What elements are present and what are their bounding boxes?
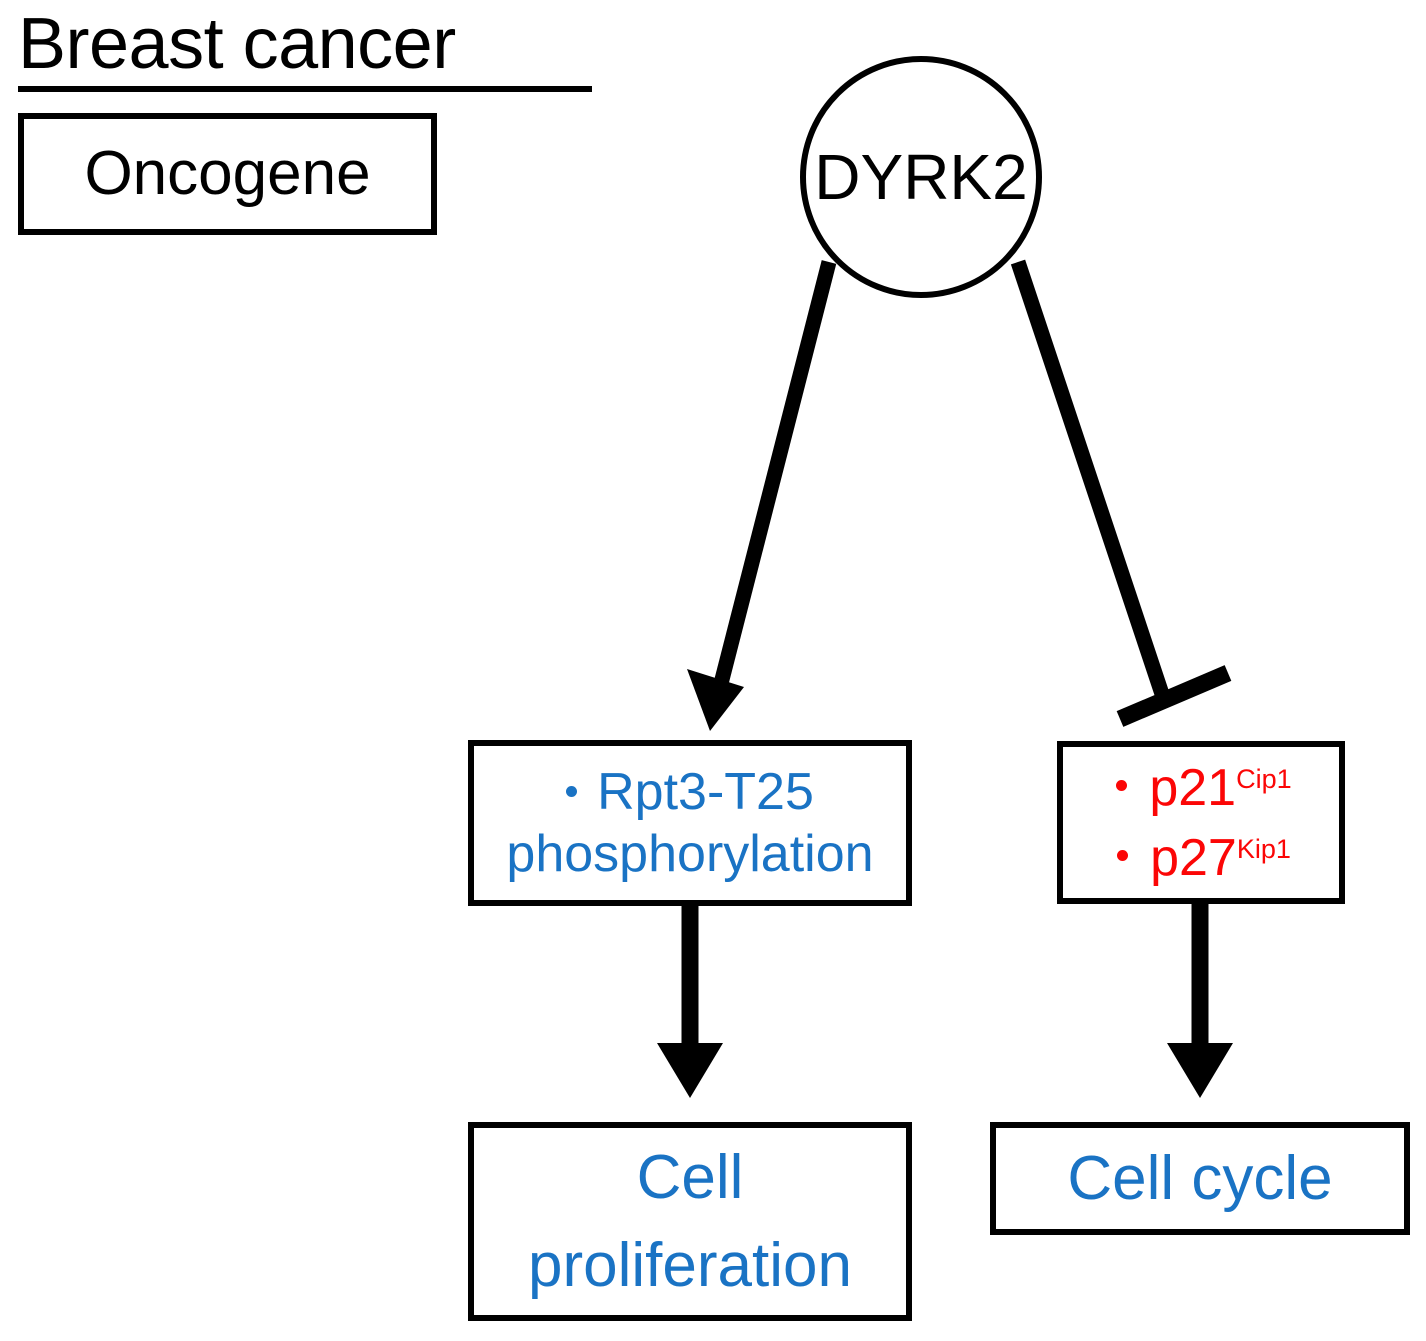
p27-superscript: Kip1 [1236, 833, 1291, 864]
box-cell-cycle[interactable]: Cell cycle [990, 1122, 1410, 1235]
oncogene-label: Oncogene [84, 139, 371, 208]
bullet-dot-icon [566, 786, 578, 797]
edge-dyrk2-to-rpt3 [687, 260, 837, 731]
bullet-row-p27: p27Kip1 [1117, 823, 1291, 893]
p21-base: p21 [1149, 758, 1237, 817]
cell-proliferation-line-2: proliferation [528, 1230, 852, 1300]
bullet-row-p21: p21Cip1 [1116, 753, 1292, 823]
box-cdk-inhibitors[interactable]: p21Cip1 p27Kip1 [1057, 741, 1345, 904]
rpt3-line-2: phosphorylation [506, 825, 874, 883]
edge-dyrk2-to-cdk-inhibitors [1010, 259, 1232, 727]
box-rpt3-phosphorylation[interactable]: Rpt3-T25 phosphorylation [468, 740, 912, 906]
p27-base: p27 [1150, 828, 1237, 887]
cell-cycle-line-1: Cell cycle [1067, 1143, 1333, 1213]
node-dyrk2[interactable]: DYRK2 [800, 56, 1042, 298]
p21-superscript: Cip1 [1236, 763, 1292, 794]
cell-proliferation-line-1: Cell [636, 1142, 744, 1212]
bullet-dot-icon [1117, 849, 1129, 861]
rpt3-line-1: Rpt3-T25 [597, 763, 814, 821]
bullet-row-rpt3: Rpt3-T25 [566, 761, 814, 823]
p21-label: p21Cip1 [1149, 753, 1291, 823]
node-dyrk2-label: DYRK2 [814, 141, 1028, 213]
oncogene-classification-box: Oncogene [18, 113, 437, 235]
box-cell-proliferation[interactable]: Cell proliferation [468, 1122, 912, 1321]
edge-rpt3-to-cell-proliferation [657, 903, 723, 1098]
p27-label: p27Kip1 [1150, 823, 1291, 893]
edge-cdk-inhibitors-to-cell-cycle [1167, 901, 1233, 1098]
page-title-underline [18, 86, 592, 92]
page-title: Breast cancer [18, 4, 456, 84]
bullet-dot-icon [1116, 779, 1128, 791]
